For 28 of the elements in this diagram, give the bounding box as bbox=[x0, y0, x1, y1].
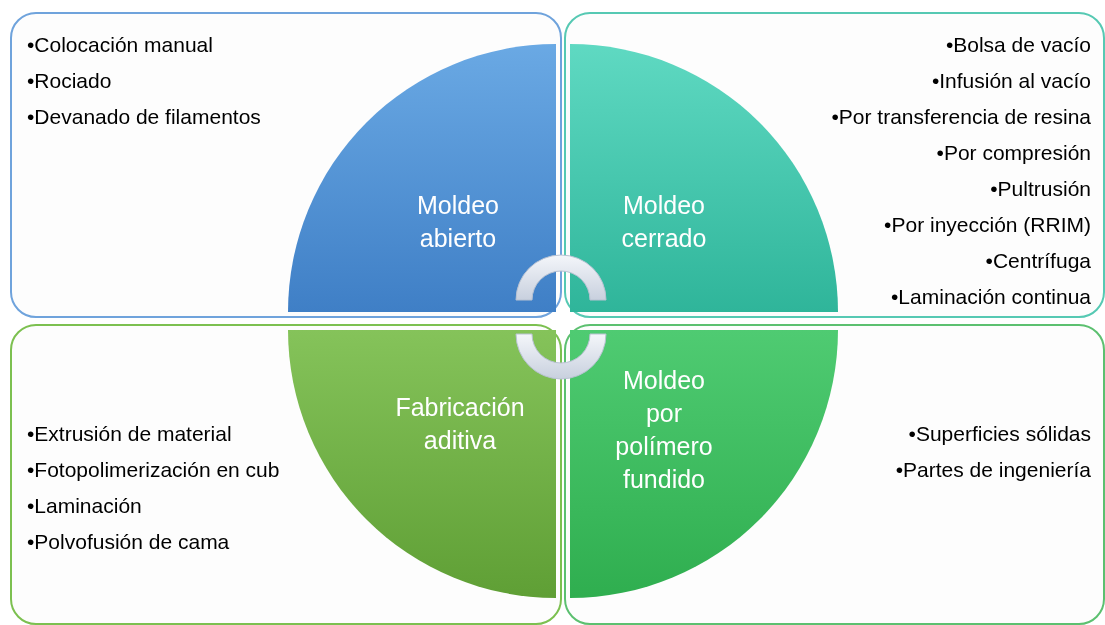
list-item: •Colocación manual bbox=[27, 32, 213, 58]
rounded-panel bbox=[10, 324, 562, 625]
list-item: •Laminación continua bbox=[891, 284, 1091, 310]
rounded-panel bbox=[564, 324, 1105, 625]
quadrant-shape bbox=[570, 330, 838, 598]
quadrant-shape bbox=[288, 44, 556, 312]
quadrant-title: Fabricación aditiva bbox=[394, 392, 526, 456]
quadrant-title: Moldeo abierto bbox=[416, 190, 500, 254]
quadrant-shape bbox=[288, 330, 556, 598]
list-item: •Devanado de filamentos bbox=[27, 104, 261, 130]
list-item: •Centrífuga bbox=[985, 248, 1091, 274]
list-item: •Infusión al vacío bbox=[931, 68, 1091, 94]
rounded-panel bbox=[10, 12, 562, 318]
list-item: •Rociado bbox=[27, 68, 112, 94]
rounded-panel bbox=[564, 12, 1105, 318]
list-item: •Polvofusión de cama bbox=[27, 529, 230, 555]
list-item: •Por inyección (RRIM) bbox=[884, 212, 1091, 238]
list-item: •Partes de ingeniería bbox=[895, 457, 1091, 483]
list-item: •Por compresión bbox=[936, 140, 1091, 166]
list-item: •Laminación bbox=[27, 493, 142, 519]
list-item: •Por transferencia de resina bbox=[831, 104, 1091, 130]
list-item: •Extrusión de material bbox=[27, 421, 232, 447]
quadrant-title: Moldeo por polímero fundido bbox=[614, 365, 714, 495]
list-item: •Bolsa de vacío bbox=[945, 32, 1091, 58]
list-item: •Superficies sólidas bbox=[908, 421, 1091, 447]
quadrant-title: Moldeo cerrado bbox=[620, 190, 708, 254]
list-item: •Pultrusión bbox=[990, 176, 1091, 202]
list-item: •Fotopolimerización en cub bbox=[27, 457, 280, 483]
